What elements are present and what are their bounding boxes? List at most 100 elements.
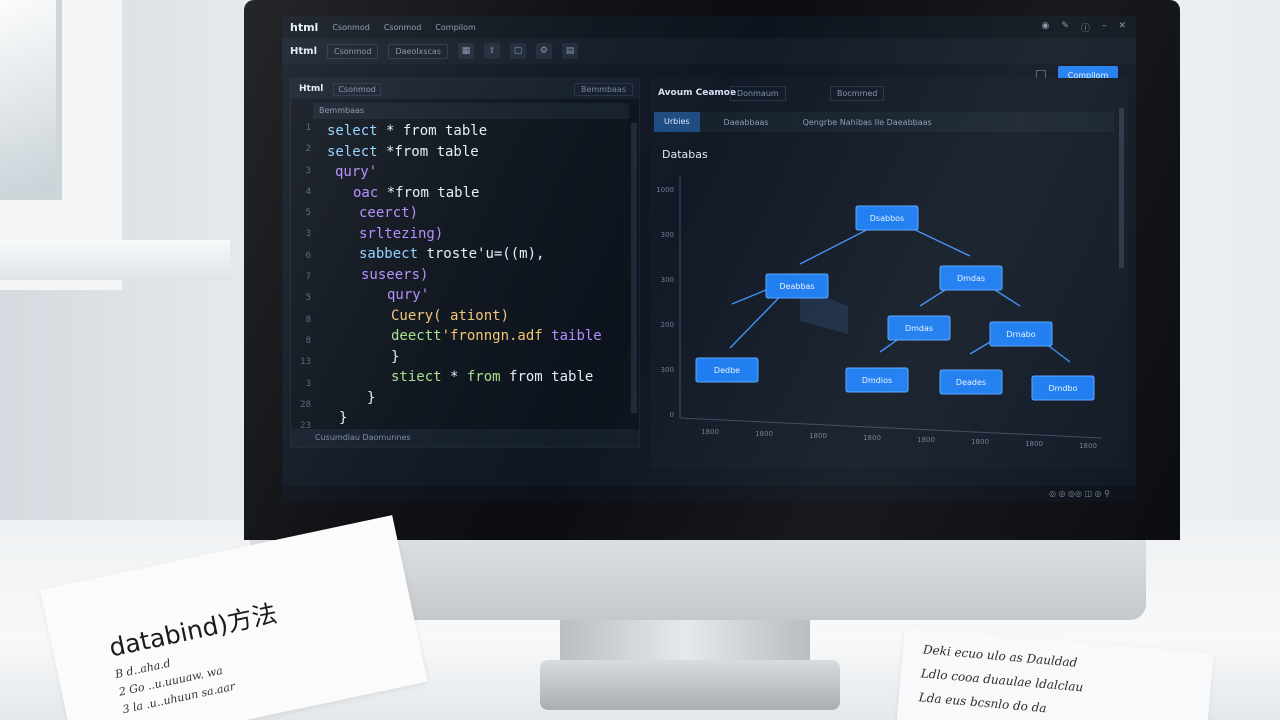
editor-search[interactable]: Bemmbaas bbox=[573, 83, 633, 96]
tree-node-label: Dmdios bbox=[862, 376, 892, 385]
upload-icon[interactable]: ⇪ bbox=[483, 43, 500, 59]
tab-urbies[interactable]: Urbies bbox=[654, 112, 700, 132]
info-icon[interactable]: ⓘ bbox=[1080, 24, 1090, 34]
line-number: 4 bbox=[305, 186, 311, 197]
x-tick-label: 1800 bbox=[917, 436, 935, 444]
line-number: 28 bbox=[300, 399, 311, 410]
code-line[interactable]: qury' bbox=[335, 164, 377, 180]
editor-subheader: Bemmbaas bbox=[313, 103, 629, 119]
y-tick-label: 0 bbox=[670, 411, 674, 419]
tree-node-box[interactable] bbox=[845, 367, 909, 393]
x-tick-label: 1800 bbox=[809, 432, 827, 440]
y-tick-label: 300 bbox=[661, 276, 674, 284]
line-number: 8 bbox=[305, 314, 311, 325]
code-line[interactable]: } bbox=[339, 410, 347, 426]
code-token: *from table bbox=[377, 143, 479, 160]
close-icon[interactable]: ✕ bbox=[1118, 21, 1126, 31]
line-number: 2 bbox=[305, 144, 311, 155]
tree-node-box[interactable] bbox=[1031, 375, 1095, 401]
line-number: 7 bbox=[305, 272, 311, 283]
app-toolbar: Html Csonmod Daeolxscas ▦ ⇪ ▢ ⚙ ▤ bbox=[282, 38, 1136, 64]
code-token: taible bbox=[542, 328, 602, 344]
app-titlebar: html Csonmod Csonmod Compilom ◉ ✎ ⓘ – ✕ bbox=[282, 16, 1136, 38]
x-axis bbox=[679, 417, 1103, 439]
tree-node-box[interactable] bbox=[939, 369, 1003, 395]
code-line[interactable]: Cuery( ationt) bbox=[391, 308, 509, 324]
tree-node-box[interactable] bbox=[989, 321, 1053, 347]
code-line[interactable]: stiect * from from table bbox=[391, 369, 593, 385]
tree-node[interactable]: Dsabbos bbox=[855, 205, 919, 231]
code-line[interactable]: qury' bbox=[387, 287, 429, 303]
toolbar-select[interactable]: Csonmod bbox=[327, 43, 379, 59]
menu-item-1[interactable]: Csonmod bbox=[332, 22, 370, 32]
toolbar-title: Html bbox=[290, 45, 317, 57]
code-area[interactable]: select * from table select *from table qur… bbox=[327, 123, 627, 426]
settings-icon[interactable]: ⚙ bbox=[535, 43, 552, 59]
editor-status: Cusumdlau Daomunnes bbox=[291, 429, 639, 447]
paper-right-line-1: Deki ecuo ulo as Dauldad bbox=[922, 642, 1078, 670]
tree-node[interactable]: Drnabo bbox=[989, 321, 1053, 347]
code-line[interactable]: select *from table bbox=[327, 144, 479, 160]
code-line[interactable]: suseers) bbox=[361, 267, 428, 283]
code-line[interactable]: deectt'fronngn.adf taible bbox=[391, 328, 602, 344]
record-icon[interactable]: ◉ bbox=[1041, 21, 1050, 31]
code-line[interactable]: select * from table bbox=[327, 123, 487, 139]
window-controls: ◉ ✎ ⓘ – ✕ bbox=[1042, 21, 1126, 34]
tree-node-box[interactable] bbox=[695, 357, 759, 383]
tab-query[interactable]: Qengrbe Nahibas Ile Daeabbaas bbox=[802, 117, 932, 127]
tree-node-label: Dedbe bbox=[714, 366, 740, 375]
code-token: ceerct) bbox=[359, 205, 419, 221]
toolbar-field[interactable]: Daeolxscas bbox=[388, 43, 448, 59]
tree-node-label: Dsabbos bbox=[870, 214, 904, 223]
y-tick-label: 300 bbox=[661, 366, 674, 374]
tree-node-box[interactable] bbox=[855, 205, 919, 231]
code-token: } bbox=[391, 348, 400, 365]
tree-node[interactable]: Dmdas bbox=[887, 315, 951, 341]
tab-database[interactable]: Daeabbaas bbox=[723, 117, 769, 127]
panel-select-1[interactable]: Donmaum bbox=[730, 86, 786, 101]
tree-node[interactable]: Deabbas bbox=[765, 273, 829, 299]
code-line[interactable]: } bbox=[391, 349, 399, 365]
pin-icon[interactable]: ✎ bbox=[1061, 21, 1069, 31]
panel-scrollbar[interactable] bbox=[1119, 108, 1124, 268]
editor-tab-html[interactable]: Html bbox=[299, 84, 324, 94]
tree-node-label: Deades bbox=[956, 378, 986, 387]
tree-node-box[interactable] bbox=[939, 265, 1003, 291]
panel-title: Avoum Ceamoe bbox=[658, 88, 737, 98]
tree-node-box[interactable] bbox=[765, 273, 829, 299]
line-number: 1 bbox=[305, 123, 311, 133]
panel-select-2[interactable]: Bocmmed bbox=[830, 86, 885, 101]
menu-item-3[interactable]: Compilom bbox=[435, 22, 476, 32]
square-icon[interactable]: ▢ bbox=[509, 43, 526, 59]
tree-node[interactable]: Dmdios bbox=[845, 367, 909, 393]
tree-node-label: Dmdas bbox=[957, 274, 985, 283]
editor-select[interactable]: Csonmod bbox=[333, 82, 381, 96]
tree-node[interactable]: Dedbe bbox=[695, 357, 759, 383]
tree-node[interactable]: Dmdas bbox=[939, 265, 1003, 291]
tree-node-box[interactable] bbox=[887, 315, 951, 341]
tree-node-label: Deabbas bbox=[779, 282, 814, 291]
code-line[interactable]: sabbect troste'u=((m), bbox=[359, 246, 544, 262]
code-line[interactable]: } bbox=[367, 390, 375, 406]
layers-icon[interactable]: ▤ bbox=[561, 43, 578, 59]
tree-node-label: Dmdbo bbox=[1048, 384, 1077, 393]
code-line[interactable]: ceerct) bbox=[359, 205, 418, 221]
tree-node[interactable]: Dmdbo bbox=[1031, 375, 1095, 401]
editor-scrollbar[interactable] bbox=[631, 123, 637, 413]
menu-item-2[interactable]: Csonmod bbox=[383, 22, 422, 32]
code-line[interactable]: oac *from table bbox=[353, 185, 479, 201]
tree-node[interactable]: Deades bbox=[939, 369, 1003, 395]
app-logo: html bbox=[290, 20, 319, 34]
line-number: 6 bbox=[305, 250, 311, 261]
minimize-icon[interactable]: – bbox=[1101, 21, 1107, 31]
x-tick-label: 1800 bbox=[863, 434, 881, 442]
code-token: } bbox=[339, 410, 348, 426]
y-tick-label: 1000 bbox=[656, 186, 674, 194]
code-line[interactable]: srltezing) bbox=[359, 226, 443, 242]
status-icons: ◎ ◎ ◎◎ ◫ ◎ ⚲ bbox=[1048, 489, 1110, 498]
window-glass bbox=[0, 0, 62, 200]
grid-icon[interactable]: ▦ bbox=[457, 43, 474, 59]
panel-tabs: Urbies Daeabbaas Qengrbe Nahibas Ile Dae… bbox=[654, 112, 1114, 132]
